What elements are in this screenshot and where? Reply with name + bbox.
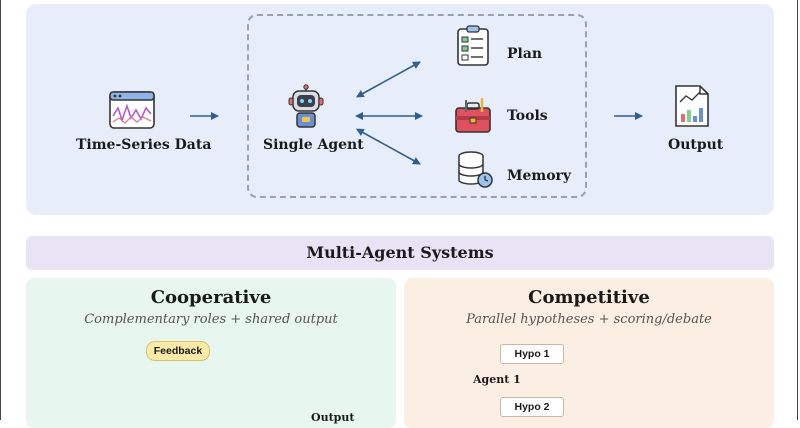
toolbox-icon: [455, 98, 491, 133]
competitive-title: Competitive: [528, 287, 650, 308]
comp-agent-1-label: Agent 1: [473, 373, 521, 386]
single-agent-robot-icon: [288, 84, 324, 128]
input-data-label: Time-Series Data: [76, 137, 212, 153]
arrow-agent-memory: [355, 128, 421, 165]
checklist-icon: [457, 25, 489, 66]
cooperative-panel: [26, 278, 396, 428]
hypothesis-2-box: Hypo 2: [500, 397, 564, 417]
module-plan-label: Plan: [507, 46, 543, 62]
output-report-icon: [675, 85, 709, 127]
database-clock-icon: [458, 151, 493, 188]
time-series-window-icon: [109, 91, 155, 129]
cooperative-title: Cooperative: [150, 287, 272, 308]
coop-output-label: Output: [311, 411, 355, 424]
single-agent-label: Single Agent: [263, 137, 364, 153]
arrow-agent-plan: [355, 61, 421, 98]
output-label: Output: [668, 137, 724, 153]
cooperative-subtitle: Complementary roles + shared output: [84, 312, 338, 327]
agent-boundary: [247, 14, 587, 198]
competitive-subtitle: Parallel hypotheses + scoring/debate: [466, 312, 712, 327]
module-tools-label: Tools: [507, 108, 548, 124]
feedback-badge: Feedback: [146, 341, 210, 361]
hypothesis-1-box: Hypo 1: [500, 344, 564, 364]
module-memory-label: Memory: [507, 168, 572, 184]
multi-agent-title: Multi-Agent Systems: [26, 236, 774, 270]
figure-frame: [0, 0, 798, 420]
competitive-panel: [404, 278, 774, 428]
